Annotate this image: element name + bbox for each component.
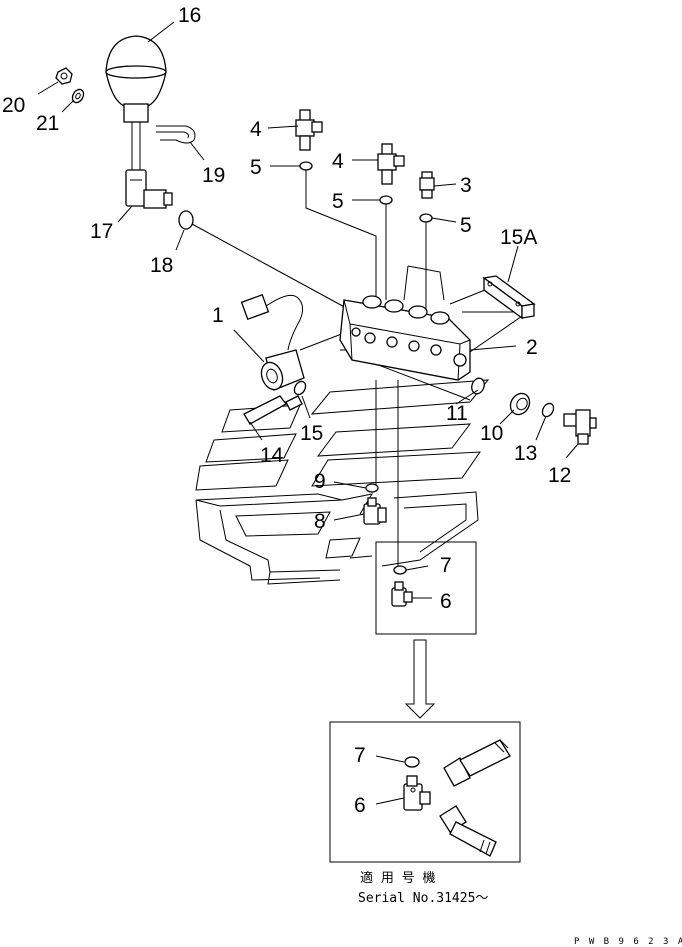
o-ring-part-5-b bbox=[379, 195, 393, 205]
callout-1: 1 bbox=[212, 304, 224, 327]
bolt-part-14 bbox=[243, 395, 303, 425]
u-bolt-part-19 bbox=[156, 125, 196, 144]
assembly-lines bbox=[191, 170, 529, 566]
elbow-part-8 bbox=[363, 497, 387, 525]
callout-4: 4 bbox=[332, 150, 344, 173]
callout-15a: 15A bbox=[500, 226, 537, 249]
serial-number-note: Serial No.31425～ bbox=[358, 891, 488, 906]
callout-6: 6 bbox=[354, 794, 366, 817]
guard-outline bbox=[195, 379, 490, 585]
callout-2: 2 bbox=[526, 336, 538, 359]
callout-11: 11 bbox=[446, 402, 468, 425]
callout-4: 4 bbox=[250, 118, 262, 141]
applicability-note: 適 用 号 機 bbox=[360, 870, 435, 886]
o-ring-part-5-a bbox=[299, 161, 313, 171]
callout-18: 18 bbox=[150, 254, 173, 277]
bracket-part-15a bbox=[482, 275, 536, 320]
o-ring-part-18 bbox=[178, 210, 194, 230]
callout-9: 9 bbox=[314, 470, 326, 493]
callout-14: 14 bbox=[260, 444, 284, 467]
arrow-down bbox=[404, 639, 436, 719]
callout-leaders bbox=[37, 21, 579, 805]
callout-20: 20 bbox=[2, 94, 25, 117]
callout-19: 19 bbox=[202, 164, 225, 187]
callout-7: 7 bbox=[354, 744, 366, 767]
callout-6: 6 bbox=[440, 590, 452, 613]
callout-17: 17 bbox=[90, 220, 113, 243]
callout-15: 15 bbox=[300, 422, 323, 445]
washer-part-15 bbox=[293, 380, 307, 396]
callout-5: 5 bbox=[460, 214, 472, 237]
knob-part-16 bbox=[105, 35, 167, 170]
callout-labels: 16 20 21 4 5 4 5 3 5 19 17 18 15A 1 2 11… bbox=[2, 4, 571, 817]
fitting-part-4-b bbox=[377, 143, 405, 185]
fitting-part-3 bbox=[419, 171, 435, 199]
drawing-code: P W B 9 6 2 3 A bbox=[574, 937, 682, 947]
solenoid-part-1 bbox=[240, 293, 305, 391]
nut-part-20 bbox=[55, 67, 73, 85]
callout-5: 5 bbox=[250, 156, 262, 179]
elbow-part-12 bbox=[563, 409, 597, 445]
fitting-part-4-a bbox=[295, 109, 323, 151]
callout-7: 7 bbox=[440, 554, 452, 577]
o-ring-part-13 bbox=[541, 402, 555, 418]
callout-10: 10 bbox=[480, 422, 503, 445]
callout-21: 21 bbox=[36, 112, 59, 135]
elbow-part-17 bbox=[125, 169, 173, 209]
o-ring-part-5-c bbox=[419, 213, 433, 223]
washer-part-21 bbox=[71, 88, 85, 104]
callout-3: 3 bbox=[460, 174, 472, 197]
callout-13: 13 bbox=[514, 442, 537, 465]
valve-part-2 bbox=[339, 295, 485, 395]
detail-box-lower bbox=[329, 721, 521, 863]
o-ring-part-9 bbox=[365, 483, 379, 493]
callout-8: 8 bbox=[314, 510, 326, 533]
callout-16: 16 bbox=[178, 4, 201, 27]
callout-12: 12 bbox=[548, 464, 571, 487]
callout-5: 5 bbox=[332, 190, 344, 213]
plug-part-10 bbox=[509, 392, 531, 416]
detail-box-mid bbox=[375, 541, 477, 635]
